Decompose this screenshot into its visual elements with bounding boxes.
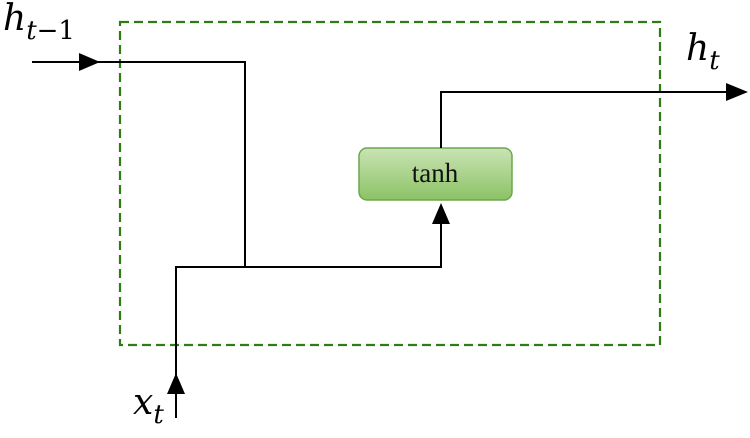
h-out-arrowhead — [726, 83, 748, 101]
h-out-line — [440, 91, 730, 148]
x-input-label: xt — [133, 382, 164, 430]
x-input-arrowhead — [167, 373, 185, 394]
tanh-block-label: tanh — [412, 158, 459, 188]
h-prev-label: ht−1 — [3, 0, 75, 46]
cell-boundary — [118, 20, 662, 347]
tanh-input-arrowhead — [432, 203, 450, 224]
h-prev-line — [32, 61, 246, 267]
h-out-label: ht — [686, 28, 720, 76]
tanh-block — [358, 147, 513, 201]
h-prev-arrowhead — [79, 53, 100, 71]
x-input-line — [175, 214, 442, 418]
